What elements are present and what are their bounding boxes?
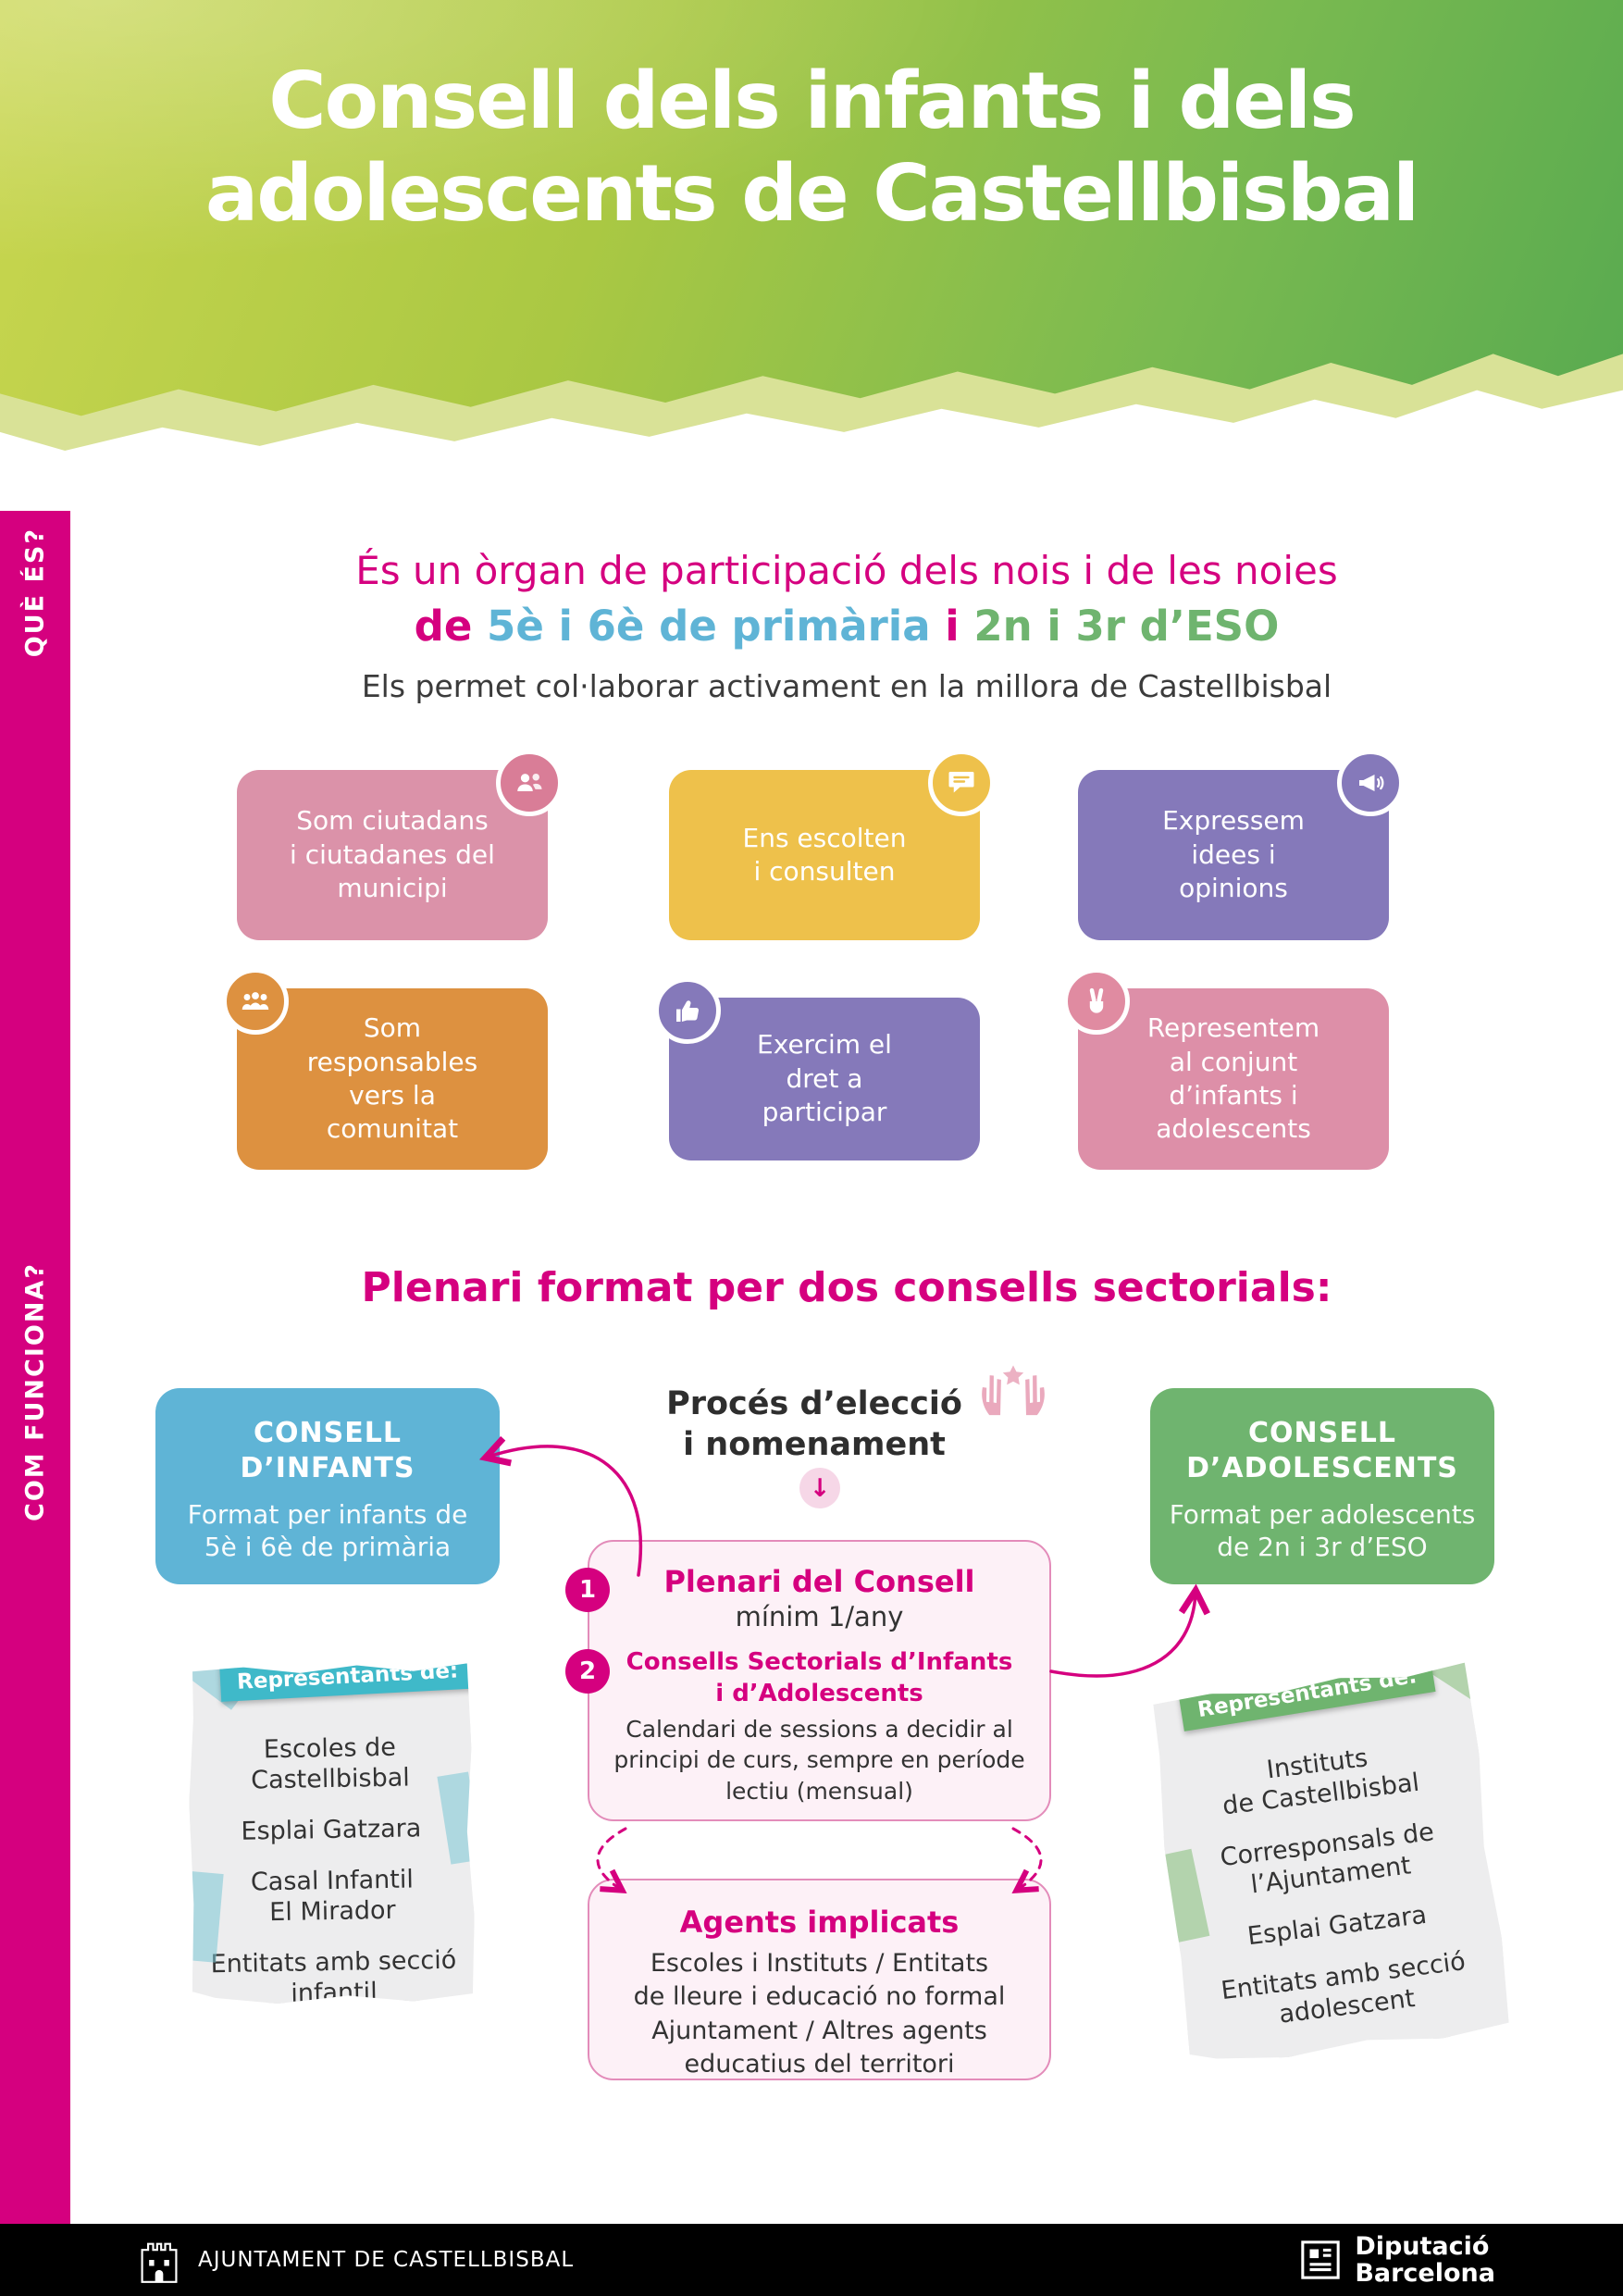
card-responsible-label: Som responsables vers la comunitat	[306, 1012, 478, 1145]
what-is-headline-grades: de 5è i 6è de primària i 2n i 3r d’ESO	[70, 602, 1623, 651]
note-item: Escoles de Castellbisbal	[250, 1732, 410, 1795]
step-1-badge: 1	[565, 1568, 610, 1612]
card-listen-label: Ens escolten i consulten	[742, 822, 907, 887]
step-2-badge: 2	[565, 1649, 610, 1694]
note-item: Esplai Gatzara	[241, 1814, 422, 1846]
grades-de: de	[414, 602, 488, 651]
diputacio-icon	[1301, 2240, 1341, 2279]
note-item: Instituts de Castellbisbal	[1220, 1744, 1421, 1821]
sidebar-label-what-is: QUÈ ÉS?	[20, 527, 50, 658]
representants-ribbon: Representants de:	[219, 1651, 476, 1701]
card-responsible: Som responsables vers la comunitat	[222, 968, 548, 1170]
footer-bar: AJUNTAMENT DE CASTELLBISBAL Diputació Ba…	[0, 2224, 1623, 2296]
sidebar-label-how-works: COM FUNCIONA?	[20, 1262, 50, 1521]
consell-adolescents-body: Format per adolescents de 2n i 3r d’ESO	[1169, 1499, 1476, 1562]
citizens-icon	[496, 750, 563, 816]
card-participate: Exercim el dret a participar	[654, 977, 980, 1160]
note-item: Casal Infantil El Mirador	[250, 1865, 415, 1927]
diputacio-line2: Barcelona	[1355, 2259, 1495, 2288]
card-express: Expressem idees i opinions	[1078, 750, 1404, 940]
note-item: Corresponsals de l’Ajuntament	[1218, 1817, 1436, 1900]
how-works-headline: Plenari format per dos consells sectoria…	[361, 1264, 1332, 1311]
speech-bubble-icon	[928, 750, 995, 816]
section-sidebar: QUÈ ÉS? COM FUNCIONA?	[0, 511, 70, 2226]
castle-icon	[141, 2242, 178, 2283]
agents-body: Escoles i Instituts / Entitats de lleure…	[633, 1949, 1006, 2079]
community-icon	[222, 968, 289, 1035]
ajuntament-logo: AJUNTAMENT DE CASTELLBISBAL	[139, 2236, 574, 2284]
note-item: Entitats amb secció adolescent	[1219, 1946, 1468, 2029]
card-represent-label: Representem al conjunt d’infants i adole…	[1146, 1012, 1320, 1145]
consell-adolescents-title: CONSELL D’ADOLESCENTS	[1186, 1417, 1458, 1484]
card-express-label: Expressem idees i opinions	[1162, 805, 1305, 904]
card-citizens-label: Som ciutadans i ciutadanes del municipi	[290, 805, 495, 904]
agents-title: Agents implicats	[679, 1905, 960, 1940]
what-is-subline: Els permet col·laborar activament en la …	[361, 668, 1332, 704]
diputacio-line1: Diputació	[1355, 2231, 1490, 2261]
grades-primaria: 5è i 6è de primària	[487, 602, 931, 651]
down-arrow-icon: ↓	[799, 1468, 840, 1508]
note-item: Entitats amb secció infantil	[210, 1945, 457, 2008]
grades-eso: 2n i 3r d’ESO	[973, 602, 1280, 651]
process-title: Procés d’elecció i nomenament	[666, 1385, 962, 1463]
representants-note-infants: Representants de: Escoles de Castellbisb…	[187, 1663, 476, 2004]
agents-box: Agents implicats Escoles i Instituts / E…	[588, 1879, 1051, 2080]
card-citizens: Som ciutadans i ciutadanes del municipi	[237, 750, 563, 940]
page-title: Consell dels infants i dels adolescents …	[204, 56, 1419, 241]
diputacio-logo: Diputació Barcelona	[1299, 2233, 1495, 2287]
megaphone-icon	[1337, 750, 1404, 816]
plenari-frequency: mínim 1/any	[735, 1601, 904, 1632]
consell-infants-box: CONSELL D’INFANTS Format per infants de …	[155, 1388, 500, 1584]
arrow-to-consell-adolescents	[1049, 1583, 1210, 1678]
representants-note-adolescents: Representants de: Instituts de Castellbi…	[1146, 1662, 1513, 2069]
ajuntament-label: AJUNTAMENT DE CASTELLBISBAL	[198, 2248, 575, 2272]
grades-i: i	[930, 602, 974, 651]
sectorials-detail: Calendari de sessions a decidir al princ…	[613, 1715, 1025, 1806]
plenari-box: 1 2 Plenari del Consell mínim 1/any Cons…	[565, 1540, 1051, 1821]
raised-hands-icon	[973, 1353, 1053, 1421]
thumbs-up-icon	[654, 977, 721, 1044]
header-banner	[0, 0, 1623, 416]
consell-adolescents-box: CONSELL D’ADOLESCENTS Format per adolesc…	[1150, 1388, 1494, 1584]
what-is-headline: És un òrgan de participació dels nois i …	[355, 548, 1338, 593]
representants-ribbon: Representants de:	[1179, 1655, 1436, 1731]
plenari-title: Plenari del Consell	[663, 1564, 975, 1599]
sectorials-title: Consells Sectorials d’Infants i d’Adoles…	[626, 1648, 1013, 1707]
card-listen: Ens escolten i consulten	[669, 750, 995, 940]
card-represent: Representem al conjunt d’infants i adole…	[1063, 968, 1389, 1170]
consell-infants-body: Format per infants de 5è i 6è de primàri…	[187, 1499, 468, 1562]
victory-hand-icon	[1063, 968, 1130, 1035]
card-participate-label: Exercim el dret a participar	[757, 1029, 892, 1128]
consell-infants-title: CONSELL D’INFANTS	[240, 1417, 415, 1484]
